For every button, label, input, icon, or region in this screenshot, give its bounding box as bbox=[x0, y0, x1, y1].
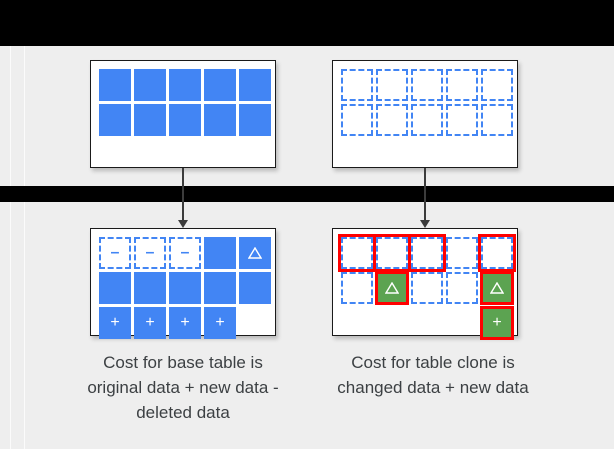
arrow-clone-table-shaft bbox=[424, 168, 426, 222]
base-table-initial bbox=[90, 60, 276, 168]
minus-icon: – bbox=[180, 244, 190, 261]
table-cell-empty bbox=[446, 307, 478, 339]
table-cell-outlined bbox=[411, 69, 443, 101]
table-cell-filled bbox=[169, 69, 201, 101]
table-cell-filled: + bbox=[134, 307, 166, 339]
table-cell-outlined bbox=[341, 272, 373, 304]
clone-table-initial-grid bbox=[341, 69, 513, 136]
table-cell-changed: + bbox=[480, 306, 514, 340]
minus-icon: – bbox=[110, 244, 120, 261]
plus-icon: + bbox=[110, 314, 120, 331]
top-black-bar bbox=[0, 0, 614, 46]
table-cell-filled bbox=[134, 69, 166, 101]
table-cell-filled bbox=[239, 69, 271, 101]
arrow-base-table-shaft bbox=[182, 168, 184, 222]
plus-icon: + bbox=[492, 314, 502, 331]
table-cell-outlined: – bbox=[134, 237, 166, 269]
delta-icon bbox=[490, 282, 504, 294]
table-cell-outlined bbox=[376, 104, 408, 136]
base-table-after: – – – + + + + bbox=[90, 228, 276, 339]
table-cell-empty bbox=[411, 307, 443, 339]
table-cell-filled bbox=[169, 104, 201, 136]
table-cell-outlined bbox=[376, 69, 408, 101]
changed-cell-highlight bbox=[338, 234, 376, 272]
table-cell-empty bbox=[341, 307, 373, 339]
table-cell-filled bbox=[204, 104, 236, 136]
table-cell-outlined bbox=[478, 234, 516, 272]
table-cell-changed bbox=[480, 271, 514, 305]
clone-table-initial bbox=[332, 60, 518, 168]
changed-cell-highlight bbox=[373, 234, 411, 272]
table-cell-outlined bbox=[338, 234, 376, 272]
table-cell-outlined bbox=[341, 104, 373, 136]
table-cell-outlined bbox=[373, 234, 411, 272]
table-cell-changed bbox=[375, 271, 409, 305]
table-cell-filled bbox=[99, 272, 131, 304]
table-cell-outlined bbox=[481, 104, 513, 136]
minus-icon: – bbox=[145, 244, 155, 261]
table-cell-outlined bbox=[446, 69, 478, 101]
table-cell-outlined: – bbox=[99, 237, 131, 269]
table-cell-filled bbox=[239, 237, 271, 269]
delta-icon bbox=[248, 247, 262, 259]
table-cell-outlined bbox=[411, 272, 443, 304]
table-cell-filled bbox=[134, 104, 166, 136]
delta-icon bbox=[385, 282, 399, 294]
table-cell-filled bbox=[204, 237, 236, 269]
panel-rule-left-outer-2 bbox=[10, 202, 11, 449]
table-cell-outlined bbox=[411, 104, 443, 136]
table-cell-outlined bbox=[446, 272, 478, 304]
table-cell-empty bbox=[239, 307, 271, 339]
panel-rule-left-outer bbox=[10, 46, 11, 186]
table-cell-outlined bbox=[341, 69, 373, 101]
plus-icon: + bbox=[215, 314, 225, 331]
table-cell-filled bbox=[99, 69, 131, 101]
table-cell-outlined bbox=[481, 69, 513, 101]
table-cell-outlined: – bbox=[169, 237, 201, 269]
table-cell-filled bbox=[204, 272, 236, 304]
arrow-base-table-head bbox=[178, 220, 188, 228]
table-cell-outlined bbox=[446, 104, 478, 136]
table-cell-outlined bbox=[408, 234, 446, 272]
table-cell-filled bbox=[239, 104, 271, 136]
changed-cell-highlight bbox=[408, 234, 446, 272]
arrow-clone-table-head bbox=[420, 220, 430, 228]
table-cell-filled bbox=[204, 69, 236, 101]
table-cell-filled: + bbox=[204, 307, 236, 339]
changed-cell-highlight bbox=[478, 234, 516, 272]
table-cell-filled bbox=[134, 272, 166, 304]
middle-black-bar bbox=[0, 186, 614, 202]
panel-rule-left-inner bbox=[24, 46, 25, 186]
clone-table-after: + bbox=[332, 228, 518, 340]
clone-table-after-grid: + bbox=[338, 234, 516, 340]
table-cell-filled bbox=[99, 104, 131, 136]
table-cell-empty bbox=[376, 307, 408, 339]
panel-rule-left-inner-2 bbox=[24, 202, 25, 449]
caption-table-clone: Cost for table clone is changed data + n… bbox=[337, 353, 529, 397]
base-table-initial-grid bbox=[99, 69, 271, 136]
caption-base-table: Cost for base table is original data + n… bbox=[87, 353, 279, 422]
table-cell-outlined bbox=[446, 237, 478, 269]
plus-icon: + bbox=[145, 314, 155, 331]
plus-icon: + bbox=[180, 314, 190, 331]
table-cell-filled: + bbox=[169, 307, 201, 339]
table-cell-filled bbox=[239, 272, 271, 304]
table-cell-filled: + bbox=[99, 307, 131, 339]
base-table-after-grid: – – – + + + + bbox=[99, 237, 271, 339]
table-cell-filled bbox=[169, 272, 201, 304]
